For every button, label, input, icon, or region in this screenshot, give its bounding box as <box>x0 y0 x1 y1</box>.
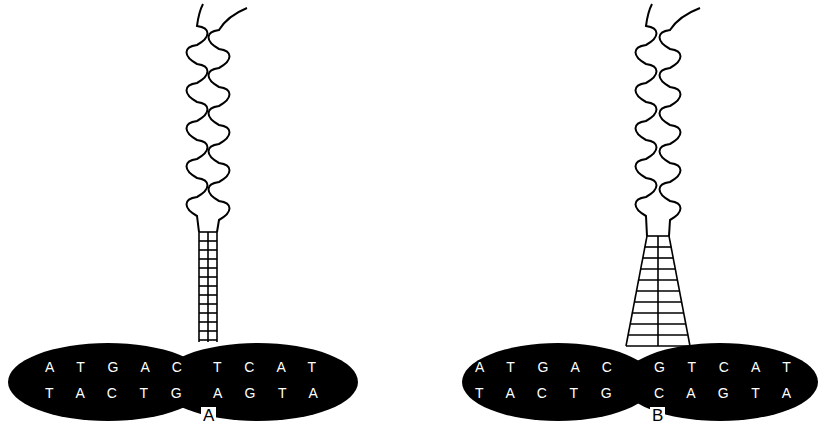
helix-strand <box>187 4 208 232</box>
base-sequence: C A G T A <box>654 385 791 401</box>
protein-domain-ellipse: T C A T A G T A <box>158 343 358 421</box>
zipper-ladder <box>199 232 217 342</box>
ellipse-outline <box>158 343 358 421</box>
panel-label: A <box>201 407 216 425</box>
helix-strand <box>636 4 657 236</box>
base-sequence: T A C T G <box>45 385 182 401</box>
base-sequence: T C A T <box>213 359 316 375</box>
helix-strand <box>209 8 248 232</box>
base-sequence: A T G A C <box>45 359 182 375</box>
helix-strand <box>660 8 701 236</box>
base-sequence: A G T A <box>213 385 318 401</box>
base-sequence: A T G A C <box>475 359 612 375</box>
base-sequence: G T C A T <box>654 359 791 375</box>
base-sequence: T A C T G <box>475 385 612 401</box>
zipper-ladder <box>626 236 690 346</box>
panel-label: B <box>650 407 665 425</box>
